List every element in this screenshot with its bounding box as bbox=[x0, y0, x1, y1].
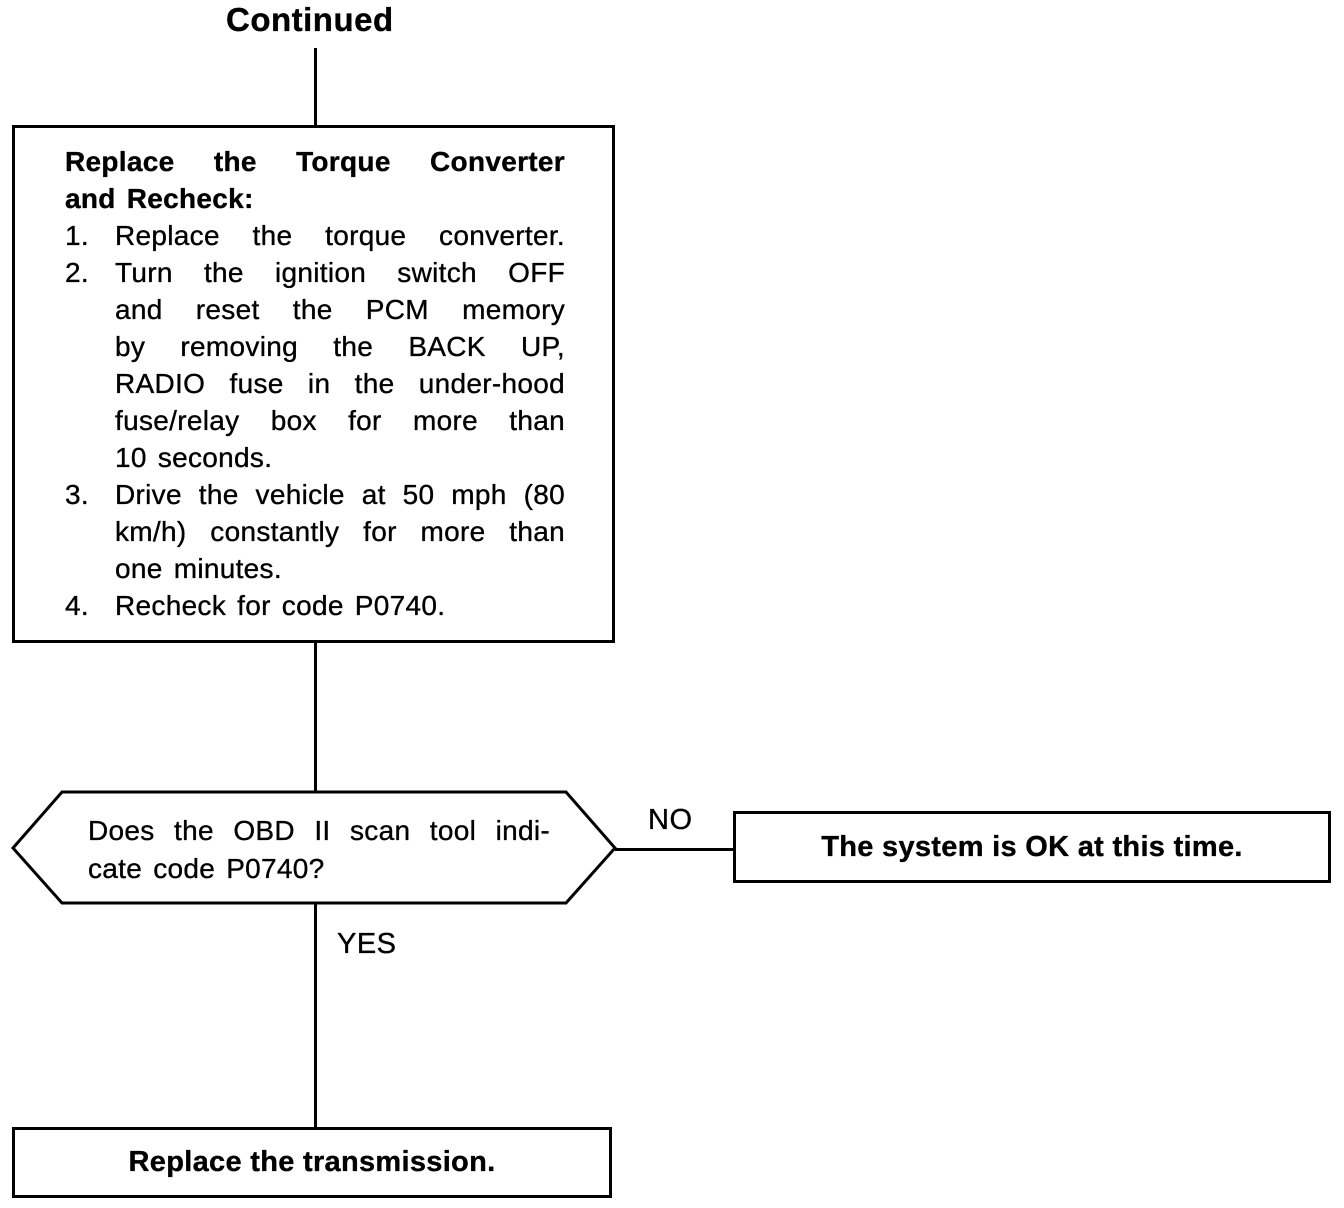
step-text: Replace the torque converter. bbox=[115, 220, 565, 251]
continued-label: Continued bbox=[226, 1, 394, 38]
decision-hexagon bbox=[10, 790, 618, 905]
connector-decision-to-yes-box bbox=[314, 903, 317, 1127]
yes-result-box: Replace the transmission. bbox=[12, 1127, 612, 1198]
step-text: Recheck for code P0740. bbox=[115, 590, 446, 621]
yes-branch-label: YES bbox=[337, 928, 397, 960]
step-number: 1. bbox=[65, 220, 89, 251]
connector-process-to-decision bbox=[314, 643, 317, 792]
step-number: 3. bbox=[65, 479, 89, 510]
decision-question: Does the OBD II scan tool indi-cate code… bbox=[88, 815, 550, 884]
connector-continued-to-process bbox=[314, 48, 317, 125]
yes-result-text: Replace the transmission. bbox=[128, 1146, 496, 1178]
no-result-text: The system is OK at this time. bbox=[821, 830, 1243, 863]
process-step-4: 4. Recheck for code P0740. bbox=[65, 587, 565, 624]
connector-decision-to-no-box bbox=[615, 848, 735, 851]
process-step-1: 1. Replace the torque converter. bbox=[65, 217, 565, 254]
step-number: 2. bbox=[65, 257, 89, 288]
no-result-box: The system is OK at this time. bbox=[733, 811, 1331, 883]
step-number: 4. bbox=[65, 590, 89, 621]
no-branch-label: NO bbox=[648, 804, 693, 836]
